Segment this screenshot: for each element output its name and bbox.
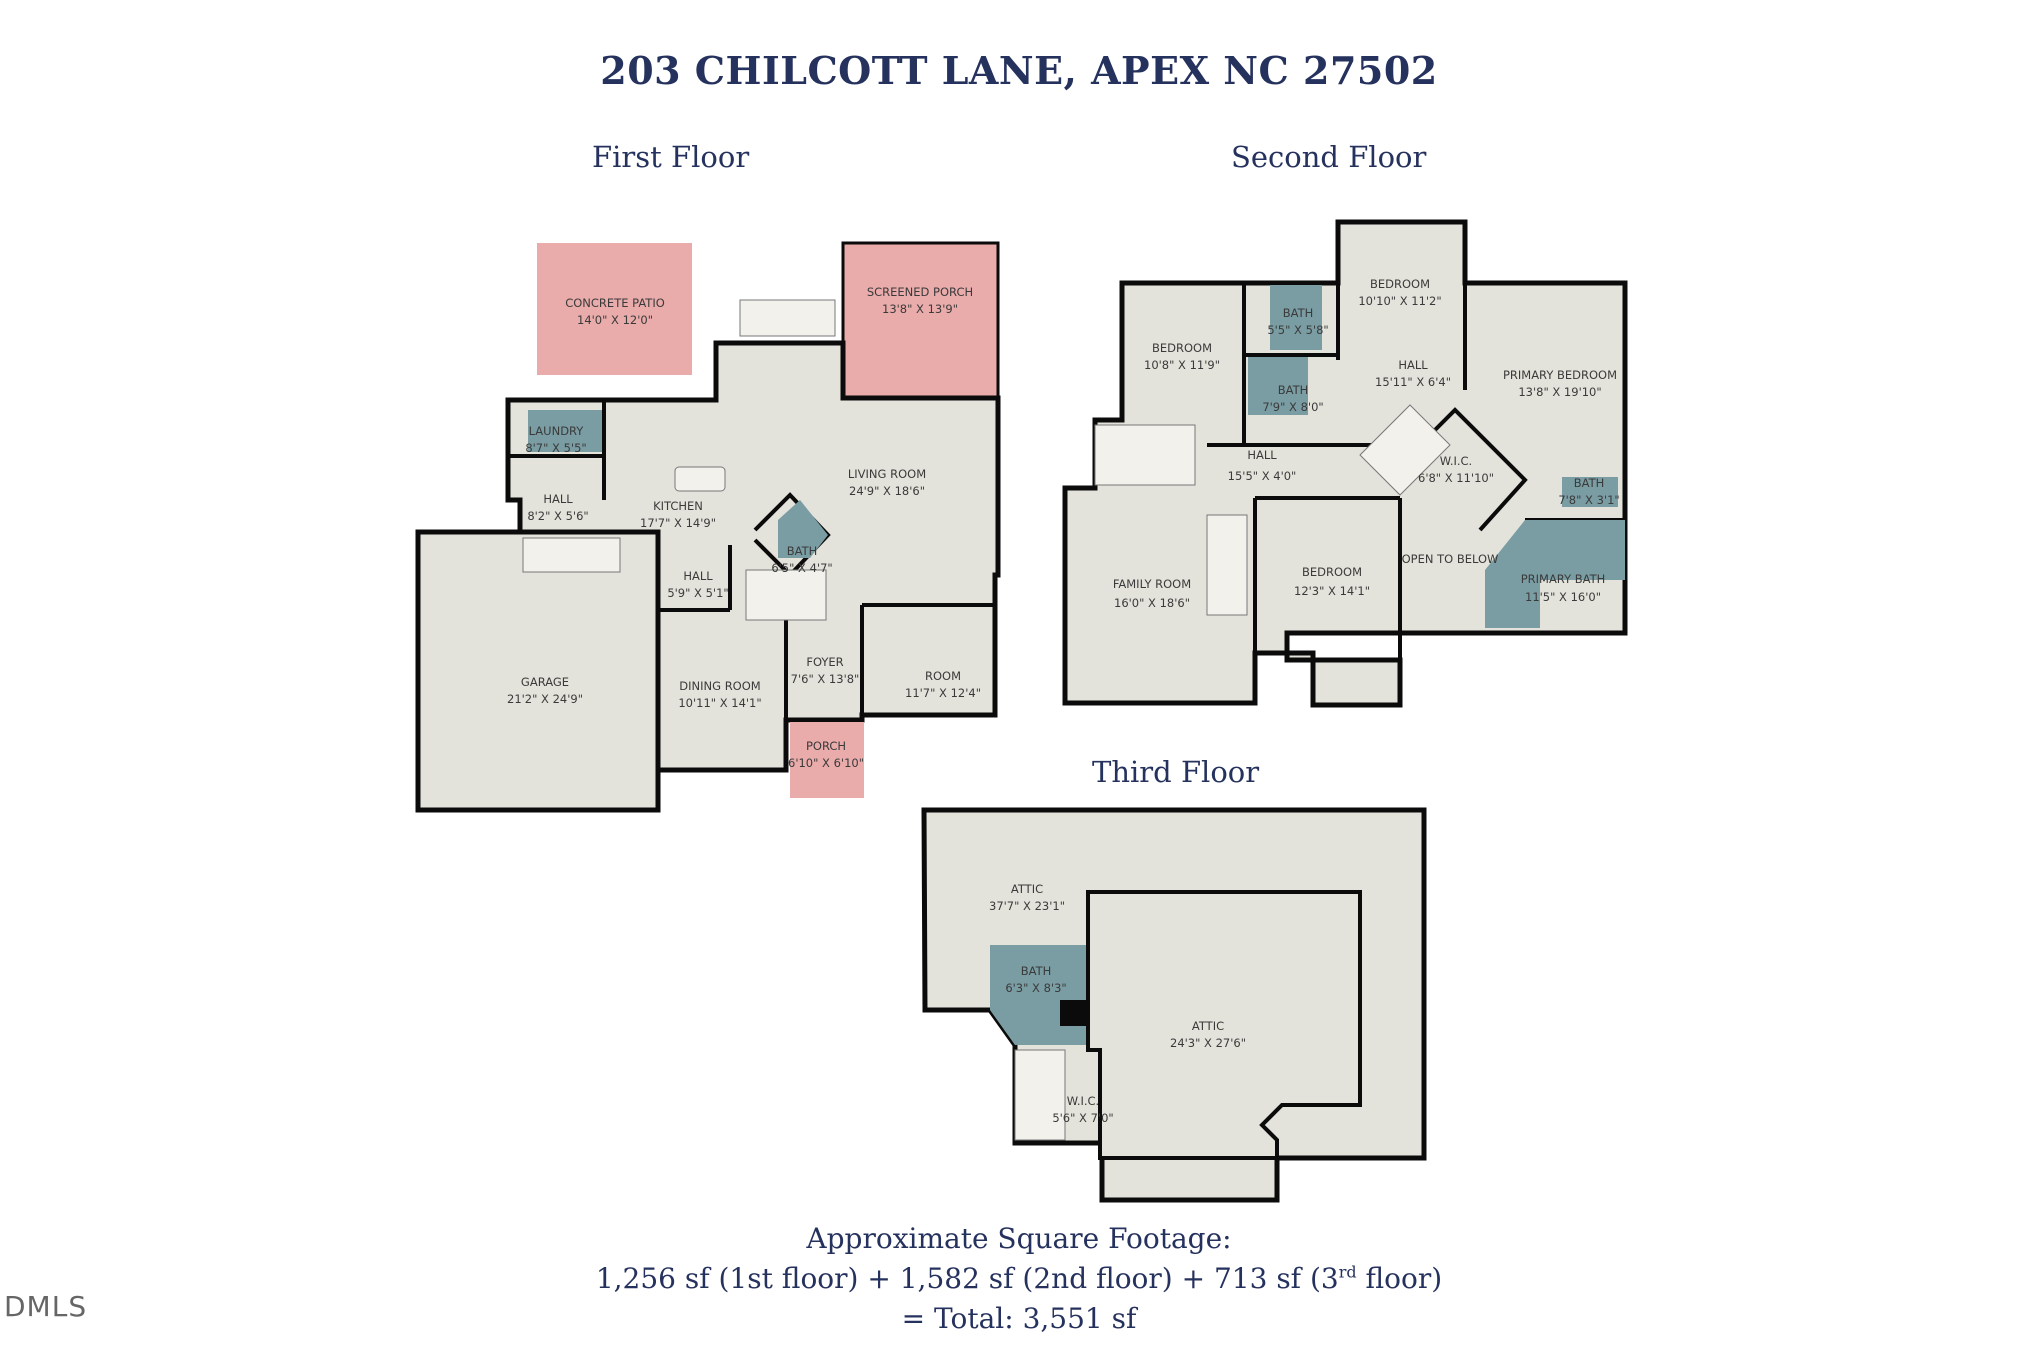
third-floor-plan [921,807,1427,1203]
bedroom-c-name: BEDROOM [1302,565,1362,579]
dining-room-dims: 10'11" X 14'1" [678,696,761,710]
bath-d-dims: 6'3" X 8'3" [1005,981,1066,995]
hall4-name: HALL [1247,448,1277,462]
bath-b-area [1248,357,1308,415]
bedroom-b-dims: 10'10" X 11'2" [1358,294,1441,308]
attic-b-dims: 24'3" X 27'6" [1170,1036,1246,1050]
wic-b-dims: 5'6" X 7'0" [1052,1111,1113,1125]
bath1-dims: 6'5" X 4'7" [771,561,832,575]
attic-b-name: ATTIC [1192,1019,1224,1033]
attic-a-name: ATTIC [1011,882,1043,896]
attic-b-walls [1086,890,1362,1160]
bath-c-dims: 7'8" X 3'1" [1558,493,1619,507]
hall4-dims: 15'5" X 4'0" [1228,469,1297,483]
hall1-name: HALL [543,492,573,506]
sqft-heading: Approximate Square Footage: [806,1222,1232,1255]
hall2-dims: 5'9" X 5'1" [667,586,728,600]
hall3-name: HALL [1398,358,1428,372]
primary-bath-name: PRIMARY BATH [1521,572,1606,586]
dmls-watermark: DMLS [4,1290,88,1323]
bath-a-dims: 5'5" X 5'8" [1267,323,1328,337]
room-dims: 11'7" X 12'4" [905,686,981,700]
bedroom-a-dims: 10'8" X 11'9" [1144,358,1220,372]
bedroom-b-name: BEDROOM [1370,277,1430,291]
kitchen-dims: 17'7" X 14'9" [640,516,716,530]
concrete-patio-dims: 14'0" X 12'0" [577,313,653,327]
sqft-total: = Total: 3,551 sf [901,1302,1137,1335]
sqft-breakdown-text: 1,256 sf (1st floor) + 1,582 sf (2nd flo… [595,1262,1339,1295]
primary-bedroom-name: PRIMARY BEDROOM [1503,368,1617,382]
page-title: 203 CHILCOTT LANE, APEX NC 27502 [600,48,1438,93]
front-porch-area [790,722,864,798]
second-floor-plan [1062,219,1628,708]
living-room-dims: 24'9" X 18'6" [849,484,925,498]
primary-bedroom-dims: 13'8" X 19'10" [1518,385,1601,399]
laundry-name: LAUNDRY [529,424,585,438]
sqft-breakdown-end: floor) [1356,1262,1443,1295]
bath1-name: BATH [787,544,818,558]
wic-a-dims: 6'8" X 11'10" [1418,471,1494,485]
family-room-dims: 16'0" X 18'6" [1114,596,1190,610]
living-room-name: LIVING ROOM [848,467,926,481]
hall3-dims: 15'11" X 6'4" [1375,375,1451,389]
open-below-label: OPEN TO BELOW [1402,552,1499,566]
third-floor-label: Third Floor [1092,755,1260,789]
dining-room-name: DINING ROOM [679,679,760,693]
bath-d-area [990,945,1088,1045]
garage-name: GARAGE [521,675,569,689]
room-labels: CONCRETE PATIO 14'0" X 12'0" SCREENED PO… [507,277,1620,1125]
laundry-area [528,410,602,452]
hall1-dims: 8'2" X 5'6" [527,509,588,523]
room-name: ROOM [925,669,961,683]
bath-b-name: BATH [1278,383,1309,397]
bath-a-name: BATH [1283,306,1314,320]
garage-dims: 21'2" X 24'9" [507,692,583,706]
attic-a-dims: 37'7" X 23'1" [989,899,1065,913]
screened-porch-area [841,241,1000,400]
concrete-patio-area [537,243,692,375]
screened-porch-name: SCREENED PORCH [867,285,973,299]
bedroom-a-name: BEDROOM [1152,341,1212,355]
second-floor-label: Second Floor [1231,140,1427,174]
garage-area [415,529,661,813]
porch-name: PORCH [806,739,846,753]
primary-bath-area [1485,520,1625,628]
porch-dims: 6'10" X 6'10" [788,756,864,770]
primary-bath-dims: 11'5" X 16'0" [1525,590,1601,604]
concrete-patio-name: CONCRETE PATIO [565,296,665,310]
sqft-breakdown: 1,256 sf (1st floor) + 1,582 sf (2nd flo… [0,1262,2038,1295]
wic-a-name: W.I.C. [1440,454,1472,468]
bath-c-name: BATH [1574,476,1605,490]
laundry-dims: 8'7" X 5'5" [525,441,586,455]
first-floor-label: First Floor [592,140,750,174]
sqft-superscript: rd [1338,1262,1357,1282]
hall2-name: HALL [683,569,713,583]
bath1-area [778,500,828,558]
wic-b-name: W.I.C. [1067,1094,1099,1108]
bath-b-dims: 7'9" X 8'0" [1262,400,1323,414]
bedroom-c-dims: 12'3" X 14'1" [1294,584,1370,598]
kitchen-name: KITCHEN [653,499,703,513]
foyer-name: FOYER [806,655,843,669]
first-floor-plan [415,241,1001,813]
bath-c-area [1562,477,1618,507]
screened-porch-dims: 13'8" X 13'9" [882,302,958,316]
bath-a-area [1270,285,1322,350]
family-room-name: FAMILY ROOM [1113,577,1191,591]
bath-d-name: BATH [1021,964,1052,978]
foyer-dims: 7'6" X 13'8" [791,672,860,686]
